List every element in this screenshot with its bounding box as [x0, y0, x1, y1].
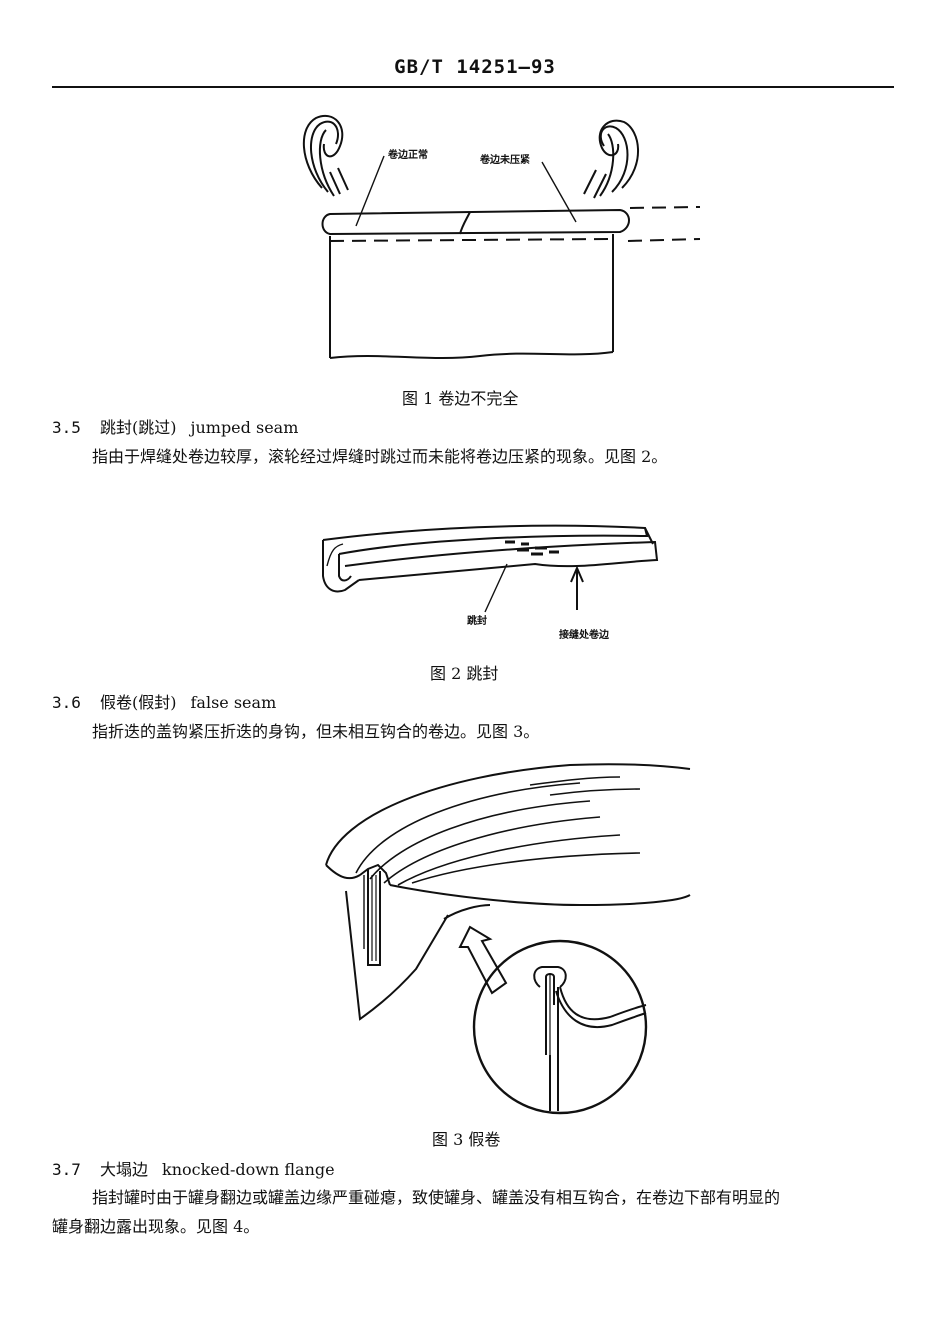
section-3-6-heading: 3.6 假卷(假封) false seam — [52, 689, 276, 713]
figure-1-label-loose: 卷边未压紧 — [479, 153, 530, 166]
figure-2-caption: 图 2 跳封 — [430, 664, 499, 683]
section-3-6-text: 指折迭的盖钩紧压折迭的身钩，但未相互钩合的卷边。见图 3。 — [92, 722, 540, 741]
section-title-zh: 跳封(跳过) — [100, 418, 177, 437]
section-number: 3.6 — [52, 693, 81, 712]
figure-2-drawing: 跳封 接缝处卷边 — [315, 510, 675, 650]
section-title-zh: 假卷(假封) — [100, 693, 177, 712]
section-3-7-heading: 3.7 大塌边 knocked-down flange — [52, 1156, 335, 1180]
figure-1-caption: 图 1 卷边不完全 — [402, 389, 519, 408]
figure-3-drawing — [320, 755, 700, 1117]
section-3-7-text-line-2: 罐身翻边露出现象。见图 4。 — [52, 1217, 260, 1236]
figure-3-caption: 图 3 假卷 — [432, 1130, 501, 1149]
section-3-5-heading: 3.5 跳封(跳过) jumped seam — [52, 414, 298, 438]
figure-1-label-normal: 卷边正常 — [387, 148, 428, 161]
section-title-en: false seam — [190, 693, 277, 712]
header-rule — [52, 86, 894, 88]
figure-2-label-jump: 跳封 — [467, 614, 487, 627]
figure-1-drawing: 卷边正常 卷边未压紧 — [290, 108, 710, 368]
section-number: 3.5 — [52, 418, 81, 437]
section-title-en: knocked-down flange — [162, 1160, 335, 1179]
section-3-7-text-line-1: 指封罐时由于罐身翻边或罐盖边缘严重碰瘪，致使罐身、罐盖没有相互钩合，在卷边下部有… — [92, 1188, 781, 1207]
figure-2-label-joint: 接缝处卷边 — [559, 628, 610, 641]
section-title-en: jumped seam — [190, 418, 299, 437]
section-number: 3.7 — [52, 1160, 81, 1179]
standard-number-header: GB/T 14251—93 — [394, 56, 556, 78]
section-3-5-text: 指由于焊缝处卷边较厚，滚轮经过焊缝时跳过而未能将卷边压紧的现象。见图 2。 — [92, 447, 668, 466]
section-title-zh: 大塌边 — [100, 1160, 149, 1179]
